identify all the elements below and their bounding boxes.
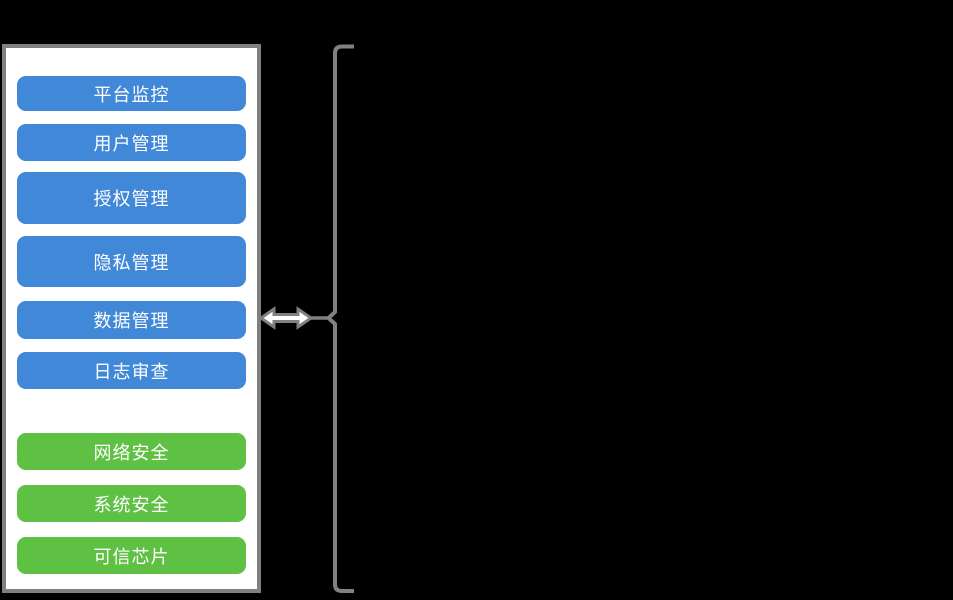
platform-monitoring-button: 平台监控 (17, 76, 246, 111)
grouping-bracket-icon (325, 44, 354, 593)
left-right-arrow-icon (258, 306, 314, 330)
log-audit-button: 日志审查 (17, 352, 246, 389)
data-management-button: 数据管理 (17, 301, 246, 339)
privacy-management-button: 隐私管理 (17, 236, 246, 287)
trusted-chip-button: 可信芯片 (17, 537, 246, 574)
authorization-management-button: 授权管理 (17, 172, 246, 224)
platform-modules-panel: 平台监控 用户管理 授权管理 隐私管理 数据管理 日志审查 网络安全 系统安全 … (2, 44, 261, 593)
system-security-button: 系统安全 (17, 485, 246, 522)
network-security-button: 网络安全 (17, 433, 246, 470)
user-management-button: 用户管理 (17, 124, 246, 161)
